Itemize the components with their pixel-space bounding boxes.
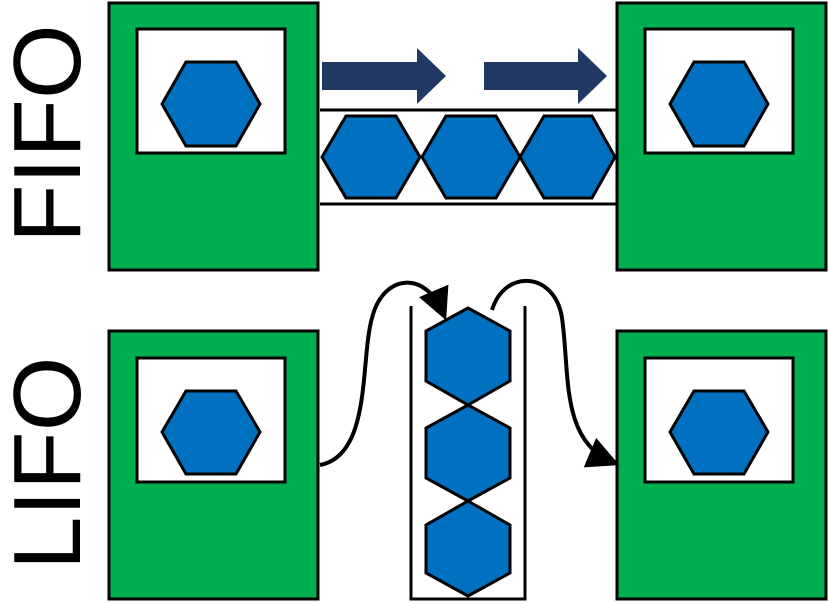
fifo-queue-item <box>518 114 617 200</box>
lifo-stack-item <box>424 306 512 407</box>
lifo-source-part <box>160 389 262 476</box>
fifo-source-part <box>160 60 262 148</box>
fifo-queue-item <box>420 114 522 200</box>
lifo-source-machine <box>107 329 320 601</box>
fifo-flow-arrow <box>484 48 607 104</box>
lifo-stack-container <box>409 306 527 601</box>
fifo-target-machine <box>615 1 828 272</box>
lifo-label: LIFO <box>0 357 101 570</box>
fifo-target-part <box>668 60 770 148</box>
lifo-target-machine <box>615 329 828 601</box>
lifo-pop-arrow <box>490 279 620 468</box>
lifo-stack-item <box>424 499 512 598</box>
fifo-source-machine <box>107 1 320 272</box>
lifo-stack-item <box>424 403 512 503</box>
lifo-target-part <box>668 389 770 476</box>
lifo-push-arrow <box>319 280 449 467</box>
fifo-flow-arrow <box>322 48 446 104</box>
fifo-label: FIFO <box>0 24 101 243</box>
fifo-queue-item <box>320 114 422 200</box>
